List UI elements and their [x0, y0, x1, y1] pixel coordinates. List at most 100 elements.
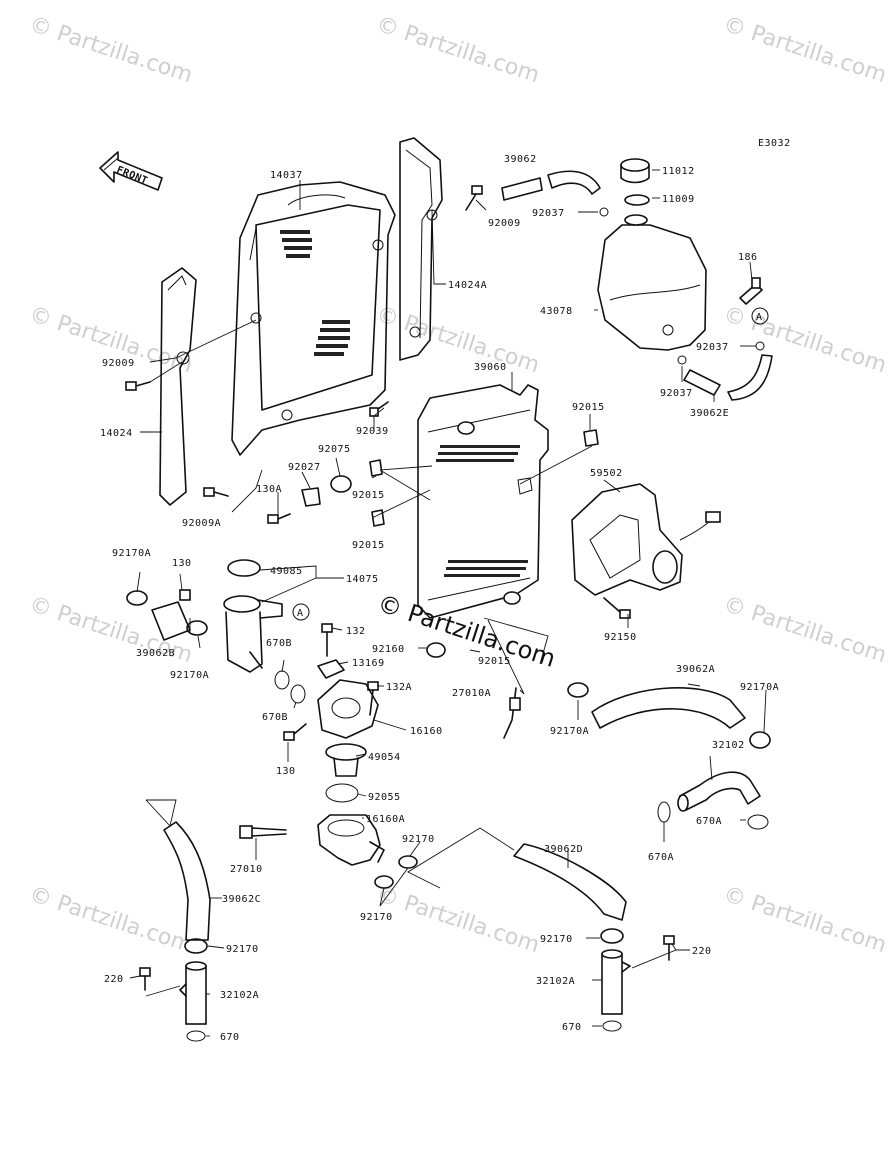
- part-label: 16160A: [366, 814, 405, 825]
- part-label: 49085: [270, 566, 303, 577]
- part-label: 92170: [226, 944, 259, 955]
- o-ring: [290, 684, 306, 704]
- collar: [301, 487, 321, 507]
- part-label: 132A: [386, 682, 412, 693]
- part-label: 92170: [402, 834, 435, 845]
- hose-clamp: [126, 590, 148, 606]
- radiator-cap: [227, 559, 261, 577]
- part-label: 39060: [474, 362, 507, 373]
- part-label: 220: [104, 974, 124, 985]
- part-label: 92170: [360, 912, 393, 923]
- part-label: 132: [346, 626, 366, 637]
- callout-a: A: [756, 312, 763, 323]
- watermark: © Partzilla.com: [373, 12, 542, 88]
- o-ring: [186, 1030, 206, 1042]
- part-label: 11009: [662, 194, 695, 205]
- fan-switch: [503, 687, 521, 739]
- bolt: [663, 935, 675, 961]
- leader-lines: [129, 169, 767, 1037]
- hose-clamp: [184, 938, 208, 954]
- hose-clamp: [567, 682, 589, 698]
- part-label: 27010: [230, 864, 263, 875]
- front-arrow-icon: FRONT: [99, 151, 163, 191]
- pipe-32102a: [601, 949, 631, 1015]
- temperature-sensor: [239, 825, 287, 839]
- callout-circle: [292, 603, 310, 621]
- part-label: 43078: [540, 306, 573, 317]
- part-label: 220: [692, 946, 712, 957]
- part-label: 49054: [368, 752, 401, 763]
- part-label: 39062C: [222, 894, 261, 905]
- hose-39062c: [163, 821, 211, 941]
- watermark: © Partzilla.com: [26, 882, 195, 958]
- part-label: 186: [738, 252, 758, 263]
- part-label: 92170: [540, 934, 573, 945]
- part-label: 39062A: [676, 664, 715, 675]
- o-ring: [602, 1020, 622, 1032]
- part-labels: 14037 14024A 92009 92009 14024 92009A 92…: [100, 154, 779, 1043]
- part-label: 13169: [352, 658, 385, 669]
- bracket: [317, 659, 345, 679]
- o-ring: [747, 814, 769, 830]
- part-label: 130: [276, 766, 296, 777]
- part-label: 16160: [410, 726, 443, 737]
- hose-clamp: [749, 731, 771, 749]
- part-label: 670B: [262, 712, 288, 723]
- part-label: 92037: [696, 342, 729, 353]
- part-label: 92170A: [112, 548, 151, 559]
- bolt: [603, 597, 631, 619]
- clip-nut: [369, 459, 383, 477]
- bolt: [321, 623, 333, 657]
- bolt: [203, 487, 229, 497]
- reservoir-tank: [597, 214, 707, 351]
- bolt: [267, 513, 291, 524]
- part-label: 59502: [590, 468, 623, 479]
- thermostat: [325, 743, 367, 777]
- part-label: 670A: [648, 852, 674, 863]
- part-label: 14024: [100, 428, 133, 439]
- watermark: © Partzilla.com: [373, 882, 542, 958]
- filler-neck: [223, 595, 283, 673]
- o-ring: [274, 670, 290, 690]
- part-label: 92037: [660, 388, 693, 399]
- part-label: 27010A: [452, 688, 491, 699]
- part-label: 92009: [102, 358, 135, 369]
- bolt: [139, 967, 151, 991]
- hose-clamp: [398, 855, 418, 869]
- part-label: 92015: [478, 656, 511, 667]
- bolt: [283, 723, 307, 741]
- part-label: 670: [562, 1022, 582, 1033]
- clip: [599, 207, 609, 217]
- part-label: 39062B: [136, 648, 175, 659]
- part-label: 92055: [368, 792, 401, 803]
- part-label: 14075: [346, 574, 379, 585]
- hose-top: [501, 170, 601, 201]
- bolt: [739, 277, 763, 305]
- front-label: FRONT: [115, 165, 149, 187]
- part-label: 130: [172, 558, 192, 569]
- thermostat-housing: [317, 814, 385, 866]
- o-ring: [657, 801, 671, 823]
- part-label: 92170A: [740, 682, 779, 693]
- part-label: 670A: [696, 816, 722, 827]
- part-label: 92027: [288, 462, 321, 473]
- clip-nut: [583, 429, 599, 447]
- bolt: [125, 381, 151, 391]
- part-label: 92015: [572, 402, 605, 413]
- watermark: © Partzilla.com: [26, 12, 195, 88]
- part-label: 92075: [318, 444, 351, 455]
- part-label: 670B: [266, 638, 292, 649]
- part-label: 14037: [270, 170, 303, 181]
- hose-39062d: [513, 843, 627, 921]
- bolt: [465, 185, 483, 211]
- part-label: 92039: [356, 426, 389, 437]
- thermostat-cover: [317, 679, 379, 739]
- watermark: © Partzilla.com: [720, 882, 889, 958]
- hose-clamp: [600, 928, 624, 944]
- part-label: 39062E: [690, 408, 729, 419]
- part-label: 92170A: [170, 670, 209, 681]
- diagram-code: E3032: [758, 138, 791, 149]
- bolt: [369, 401, 389, 417]
- hose-lower-radiator: [591, 687, 746, 729]
